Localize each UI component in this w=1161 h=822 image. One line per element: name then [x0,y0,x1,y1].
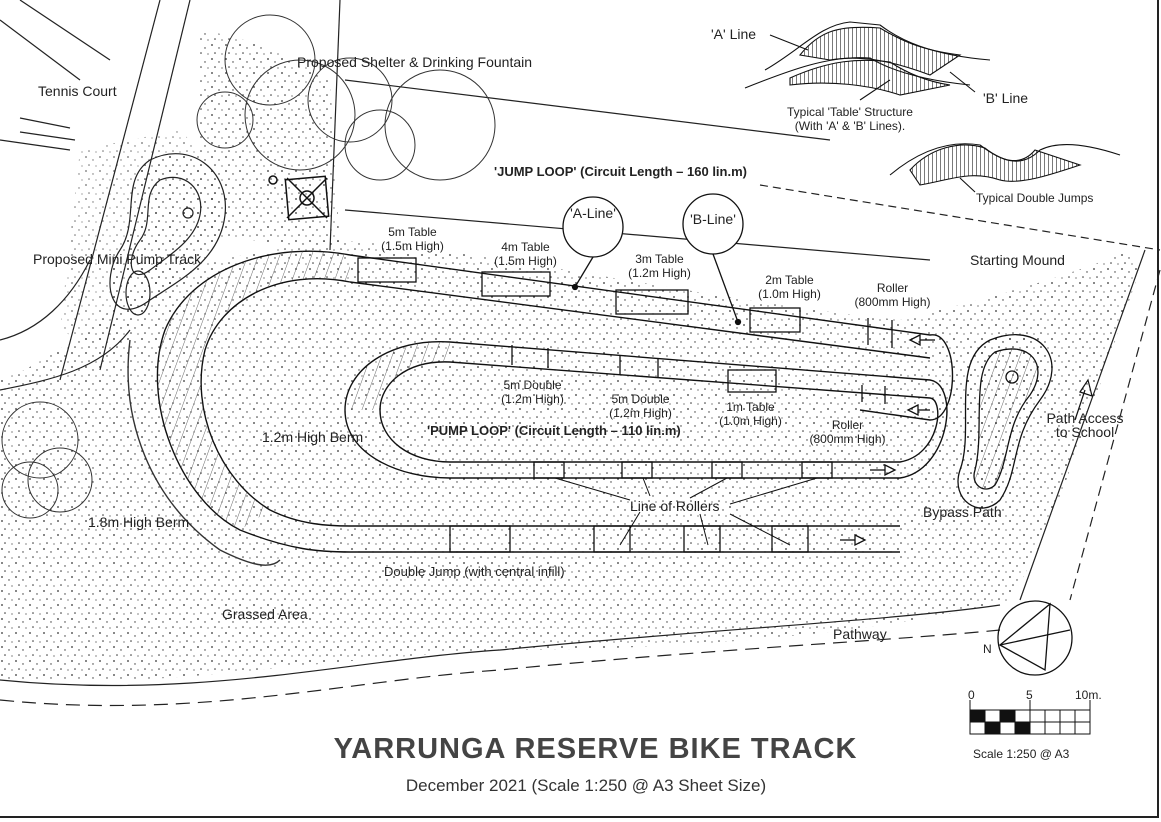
berm-1-8m-label: 1.8m High Berm [88,514,190,530]
table-1m-label: 1m Table (1.0m High) [703,400,798,428]
inset-table-structure [744,21,991,101]
roller-leaders [554,477,818,546]
table-5m-line-1: 5m Table [388,225,437,239]
double-5m-a-line-1: 5m Double [503,378,562,392]
table-1m-line-1: 1m Table [726,400,775,414]
a-line-inset-label: 'A' Line [711,26,757,42]
table-5m-line-2: (1.5m High) [381,239,444,253]
table-structure-line-2: (With 'A' & 'B' Lines). [794,119,906,133]
site-boundary-lines [0,0,1161,707]
tree-canopies [1,14,496,519]
line-of-rollers-label: Line of Rollers [630,498,720,514]
roller-upper-line-2: (800mm High) [854,295,931,309]
pump-loop-track [344,341,948,479]
roller-lower-label: Roller (800mm High) [800,418,895,446]
table-4m-line-1: 4m Table [501,240,550,254]
track-features [357,257,935,553]
path-access-label: Path Access to School [1030,411,1140,439]
mini-pump-track [109,153,226,316]
jump-loop-label: 'JUMP LOOP' (Circuit Length – 160 lin.m) [494,164,747,179]
table-3m-line-2: (1.2m High) [628,266,691,280]
table-3m-line-1: 3m Table [635,252,684,266]
table-3m-label: 3m Table (1.2m High) [612,252,707,280]
bypass-path-label: Bypass Path [923,504,1002,520]
drawing-title: YARRUNGA RESERVE BIKE TRACK [333,733,858,765]
pathway-label: Pathway [833,626,887,642]
double-5m-a-label: 5m Double (1.2m High) [485,378,580,406]
mini-pump-track-label: Proposed Mini Pump Track [33,251,202,267]
pump-loop-label: 'PUMP LOOP' (Circuit Length – 110 lin.m) [427,423,681,438]
scale-tick-10: 10m. [1075,688,1102,702]
table-structure-line-1: Typical 'Table' Structure [787,105,913,119]
scale-tick-5: 5 [1026,688,1033,702]
line-callouts [562,193,744,326]
starting-mound [957,334,1053,509]
tennis-court-label: Tennis Court [38,83,117,99]
roller-upper-line-1: Roller [876,281,909,295]
drawing-subtitle: December 2021 (Scale 1:250 @ A3 Sheet Si… [405,776,767,795]
double-5m-b-line-1: 5m Double [611,392,670,406]
b-line-inset-label: 'B' Line [983,90,1029,106]
table-2m-label: 2m Table (1.0m High) [742,273,837,301]
double-5m-b-line-2: (1.2m High) [609,406,672,420]
path-access-line-1: Path Access [1046,410,1124,426]
table-2m-line-2: (1.0m High) [758,287,821,301]
roller-lower-line-1: Roller [831,418,864,432]
shelter-label: Proposed Shelter & Drinking Fountain [297,54,533,70]
double-jump-label: Double Jump (with central infill) [384,564,565,579]
double-5m-a-line-2: (1.2m High) [501,392,564,406]
grassed-area-label: Grassed Area [222,606,308,622]
table-5m-label: 5m Table (1.5m High) [365,225,460,253]
north-arrow [997,600,1073,676]
shelter-structure [268,175,330,221]
a-line-callout-label: 'A-Line' [570,205,616,221]
roller-upper-label: Roller (800mm High) [845,281,940,309]
table-4m-line-2: (1.5m High) [494,254,557,268]
path-access-line-2: to School [1055,424,1115,440]
berm-1-2m-label: 1.2m High Berm [262,429,364,445]
inset-double-jumps [889,143,1121,193]
b-line-callout-label: 'B-Line' [690,211,736,227]
table-structure-label: Typical 'Table' Structure (With 'A' & 'B… [770,105,930,133]
double-5m-b-label: 5m Double (1.2m High) [593,392,688,420]
table-1m-line-2: (1.0m High) [719,414,782,428]
north-label: N [983,642,992,656]
table-4m-label: 4m Table (1.5m High) [478,240,573,268]
scale-tick-0: 0 [968,688,975,702]
path-access-arrow [1074,378,1093,421]
scale-bar [969,700,1091,735]
table-2m-line-1: 2m Table [765,273,814,287]
jump-loop-track [127,250,954,566]
scale-caption: Scale 1:250 @ A3 [973,747,1070,761]
roller-lower-line-2: (800mm High) [809,432,886,446]
starting-mound-label: Starting Mound [970,252,1065,268]
double-jumps-label: Typical Double Jumps [976,191,1094,205]
